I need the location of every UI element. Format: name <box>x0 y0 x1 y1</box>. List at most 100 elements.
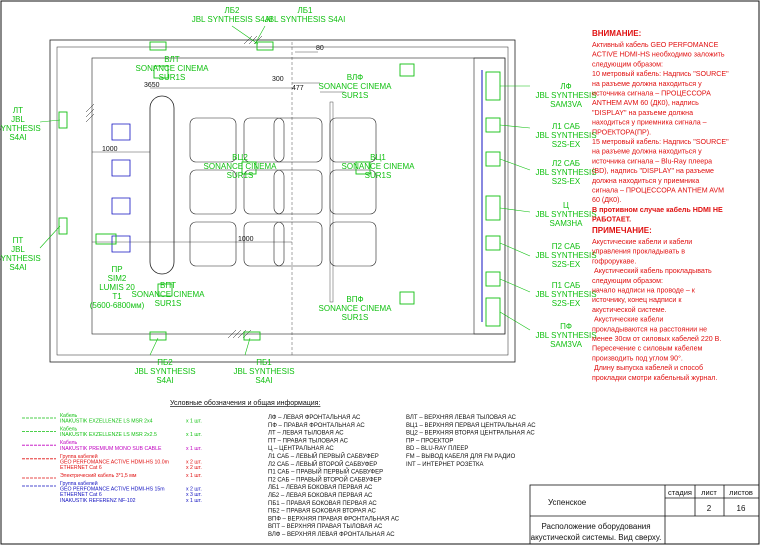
sheet-number: 2 <box>707 504 712 513</box>
text-line: должна находиться у приемника <box>592 177 699 185</box>
wall-hatch-top <box>243 35 263 45</box>
chair <box>111 235 131 253</box>
legend-quantity: x 2 шт. <box>186 459 202 465</box>
inner-wall <box>56 46 509 356</box>
seats <box>189 117 377 267</box>
text-line: ЛБ2 – ЛЕВАЯ БОКОВАЯ ПЕРВАЯ АС <box>268 493 373 499</box>
text-line: производить под углом 90°. <box>592 354 683 362</box>
text-line: источнику, конец надписи к <box>592 296 682 304</box>
abbreviations-col1: ЛФ – ЛЕВАЯ ФРОНТАЛЬНАЯ АС ПФ – ПРАВАЯ ФРО… <box>268 415 400 538</box>
vpt-symbol <box>157 283 173 297</box>
seat-right-6 <box>329 221 377 267</box>
text-line: ЛБ1 – ЛЕВАЯ БОКОВАЯ ПЕРВАЯ АС <box>268 485 373 491</box>
text-line: ПР – ПРОЕКТОР <box>406 438 453 444</box>
legend-quantity: x 2 шт. <box>186 487 202 493</box>
dim-1000-left: 1000 <box>102 146 118 153</box>
text-line: РАБОТАЕТ. <box>592 216 631 224</box>
text-line: начало надписи на проводе – к <box>592 287 696 295</box>
chair <box>111 197 131 215</box>
text-line: Длину выпуска кабелей и способ <box>592 364 703 372</box>
text-line: 60 (ДК0). <box>592 196 621 204</box>
seat-left-6 <box>243 221 285 267</box>
legend-text: Группа кабелей <box>60 480 98 487</box>
speaker-symbols <box>58 41 501 341</box>
legend-text: INAKUSTIK EXZELLENZE LS MSR 2x4 <box>60 419 153 425</box>
legend-title: Условные обозначения и общая информация: <box>170 399 320 407</box>
legend-text: ETHERNET Cat 6 <box>60 465 102 471</box>
vlt-symbol <box>153 65 169 79</box>
caption-line1: Расположение оборудования <box>541 522 650 531</box>
text-line: Активный кабель GEO PERFOMANCE <box>592 41 719 49</box>
vts1-symbol <box>355 161 371 175</box>
chairs <box>111 123 131 253</box>
wall-hatch-left <box>85 103 95 123</box>
text-line: прокладываются на расстоянии не <box>592 325 707 333</box>
text-line: ПТ – ПРАВАЯ ТЫЛОВАЯ АС <box>268 438 349 444</box>
wall-hatch-bottom <box>227 329 252 339</box>
legend-text: Кабель <box>60 440 78 446</box>
vpf-symbol <box>399 291 415 305</box>
text-line: ЛТ – ЛЕВАЯ ТЫЛОВАЯ АС <box>268 431 344 437</box>
text-line: акустической системе. <box>592 306 667 314</box>
legend-text: Электрический кабель 3*1,5 мм <box>60 472 137 479</box>
legend-text: Группа кабелей <box>60 453 98 460</box>
text-line: Л1 САБ – ЛЕВЫЙ ПЕРВЫЙ САБВУФЕР <box>268 452 379 460</box>
text-line: BD – BLU-RAY ПЛЕЕР <box>406 446 468 452</box>
dim-80: 80 <box>316 45 324 52</box>
sheet-header: лист <box>701 488 717 497</box>
text-line: FM – ВЫВОД КАБЕЛЯ ДЛЯ FM РАДИО <box>406 454 516 460</box>
p2sab-symbol <box>485 235 501 251</box>
legend-quantity: x 1 шт. <box>186 419 202 425</box>
row-divider <box>329 101 334 303</box>
sheets-total: 16 <box>737 504 746 513</box>
text-line: Акустический кабель прокладывать <box>592 267 712 275</box>
text-line: следующим образом: <box>592 60 663 68</box>
seat-left-2 <box>189 169 237 215</box>
seat-right-3 <box>273 221 323 267</box>
title-block <box>529 484 760 545</box>
text-line: ANTHEM AVM 60 (ДК0), надпись <box>592 99 699 107</box>
text-line: INT – ИНТЕРНЕТ РОЗЕТКА <box>406 462 484 468</box>
note-block: ПРИМЕЧАНИЕ: Акустические кабели и кабели… <box>592 226 721 382</box>
legend: Условные обозначения и общая информация:… <box>22 399 320 504</box>
legend-text: Кабель <box>60 427 78 433</box>
floor-plan <box>49 35 516 363</box>
lb1-symbol <box>149 41 167 51</box>
ts-symbol <box>485 195 501 221</box>
text-line: ПФ – ПРАВАЯ ФРОНТАЛЬНАЯ АС <box>268 423 365 429</box>
dim-1000: 1000 <box>238 236 254 243</box>
text-line: Л2 САБ – ЛЕВЫЙ ВТОРОЙ САБВУФЕР <box>268 460 377 468</box>
lb2-symbol <box>256 41 274 51</box>
text-line: ЛФ – ЛЕВАЯ ФРОНТАЛЬНАЯ АС <box>268 415 361 421</box>
l2sab-symbol <box>485 151 501 167</box>
legend-text: INAKUSTIK REFERENZ NF-102 <box>60 498 136 504</box>
text-line: ВЛТ – ВЕРХНЯЯ ЛЕВАЯ ТЫЛОВАЯ АС <box>406 415 517 421</box>
text-line: сигнала – ПРОЦЕССОРА ANTHEM AVM <box>592 186 724 194</box>
text-line: гофрорукаве. <box>592 257 636 265</box>
legend-text: GEO PERFOMANCE ACTIVE HDMI-HS 10.0m <box>60 459 169 465</box>
chair <box>111 159 131 177</box>
seat-left-3 <box>189 221 237 267</box>
attention-title: ВНИМАНИЕ: <box>592 29 641 38</box>
text-line: ПРОЕКТОРА(ПР). <box>592 128 651 136</box>
text-line: 15 метровый кабель: Надпись "SOURCE" <box>592 138 729 146</box>
legend-text: GEO PERFOMANCE ACTIVE HDMI-HS 15m <box>60 487 165 493</box>
text-line: Акустические кабели и кабели <box>592 238 692 246</box>
text-line: находиться у приемника сигнала – <box>592 119 707 127</box>
seat-right-1 <box>273 117 323 163</box>
pt-label: ПТJBLSYNTHESISS4AI <box>0 236 41 272</box>
text-line: Ц – ЦЕНТРАЛЬНАЯ АС <box>268 446 334 452</box>
screen-wall <box>473 57 506 335</box>
